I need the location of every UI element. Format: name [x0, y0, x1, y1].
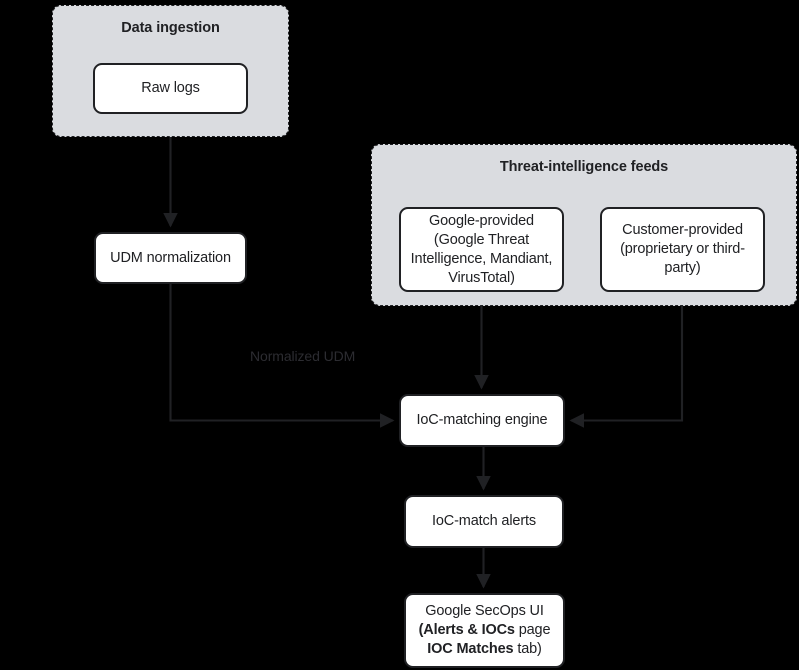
node-ioc-matching-engine-label: IoC-matching engine [416, 412, 548, 428]
cluster-threat-intelligence-feeds-title: Threat-intelligence feeds [499, 159, 669, 175]
node-customer-provided-line-2: (proprietary or third- [620, 241, 745, 257]
edge-label-normalized-udm: Normalized UDM [250, 348, 356, 364]
node-google-provided-line-3: Intelligence, Mandiant, [410, 250, 553, 267]
node-customer-provided[interactable]: Customer-provided (proprietary or third-… [600, 207, 765, 292]
node-google-secops-ui-label: Google SecOps UI (Alerts & IOCs page IOC… [412, 602, 557, 659]
node-google-provided-label: Google-provided (Google Threat Intellige… [407, 212, 556, 288]
cluster-data-ingestion: Data ingestion [52, 5, 289, 137]
edge-udm-to-engine [169, 284, 395, 428]
node-ioc-match-alerts[interactable]: IoC-match alerts [404, 495, 564, 548]
node-raw-logs[interactable]: Raw logs [93, 63, 248, 114]
node-google-secops-ui-line-1: Google SecOps UI [425, 603, 544, 619]
node-customer-provided-line-1: Customer-provided [622, 222, 743, 238]
secops-alerts-iocs-rest: page [514, 622, 551, 638]
secops-ioc-matches-rest: tab) [513, 641, 542, 657]
node-raw-logs-label: Raw logs [141, 80, 200, 96]
node-google-provided[interactable]: Google-provided (Google Threat Intellige… [399, 207, 564, 292]
node-udm-normalization-label: UDM normalization [110, 249, 231, 266]
node-udm-normalization[interactable]: UDM normalization [94, 232, 247, 284]
edge-customer-feed-to-engine [569, 292, 684, 428]
node-google-secops-ui[interactable]: Google SecOps UI (Alerts & IOCs page IOC… [404, 593, 565, 668]
node-google-secops-ui-line-3: IOC Matches tab) [412, 640, 557, 659]
node-customer-provided-label: Customer-provided (proprietary or third-… [608, 221, 757, 278]
secops-alerts-iocs-bold: (Alerts & IOCs [418, 622, 515, 638]
node-ioc-matching-engine[interactable]: IoC-matching engine [399, 394, 565, 447]
node-customer-provided-line-3: party) [664, 260, 701, 276]
node-google-secops-ui-line-2: (Alerts & IOCs page [412, 621, 557, 640]
secops-ioc-matches-bold: IOC Matches [427, 641, 514, 657]
node-google-provided-line-4: VirusTotal) [448, 269, 515, 286]
cluster-data-ingestion-title: Data ingestion [121, 20, 220, 36]
node-ioc-match-alerts-label: IoC-match alerts [432, 513, 536, 529]
node-google-provided-line-2: (Google Threat [433, 231, 530, 248]
node-google-provided-line-1: Google-provided [429, 212, 534, 229]
